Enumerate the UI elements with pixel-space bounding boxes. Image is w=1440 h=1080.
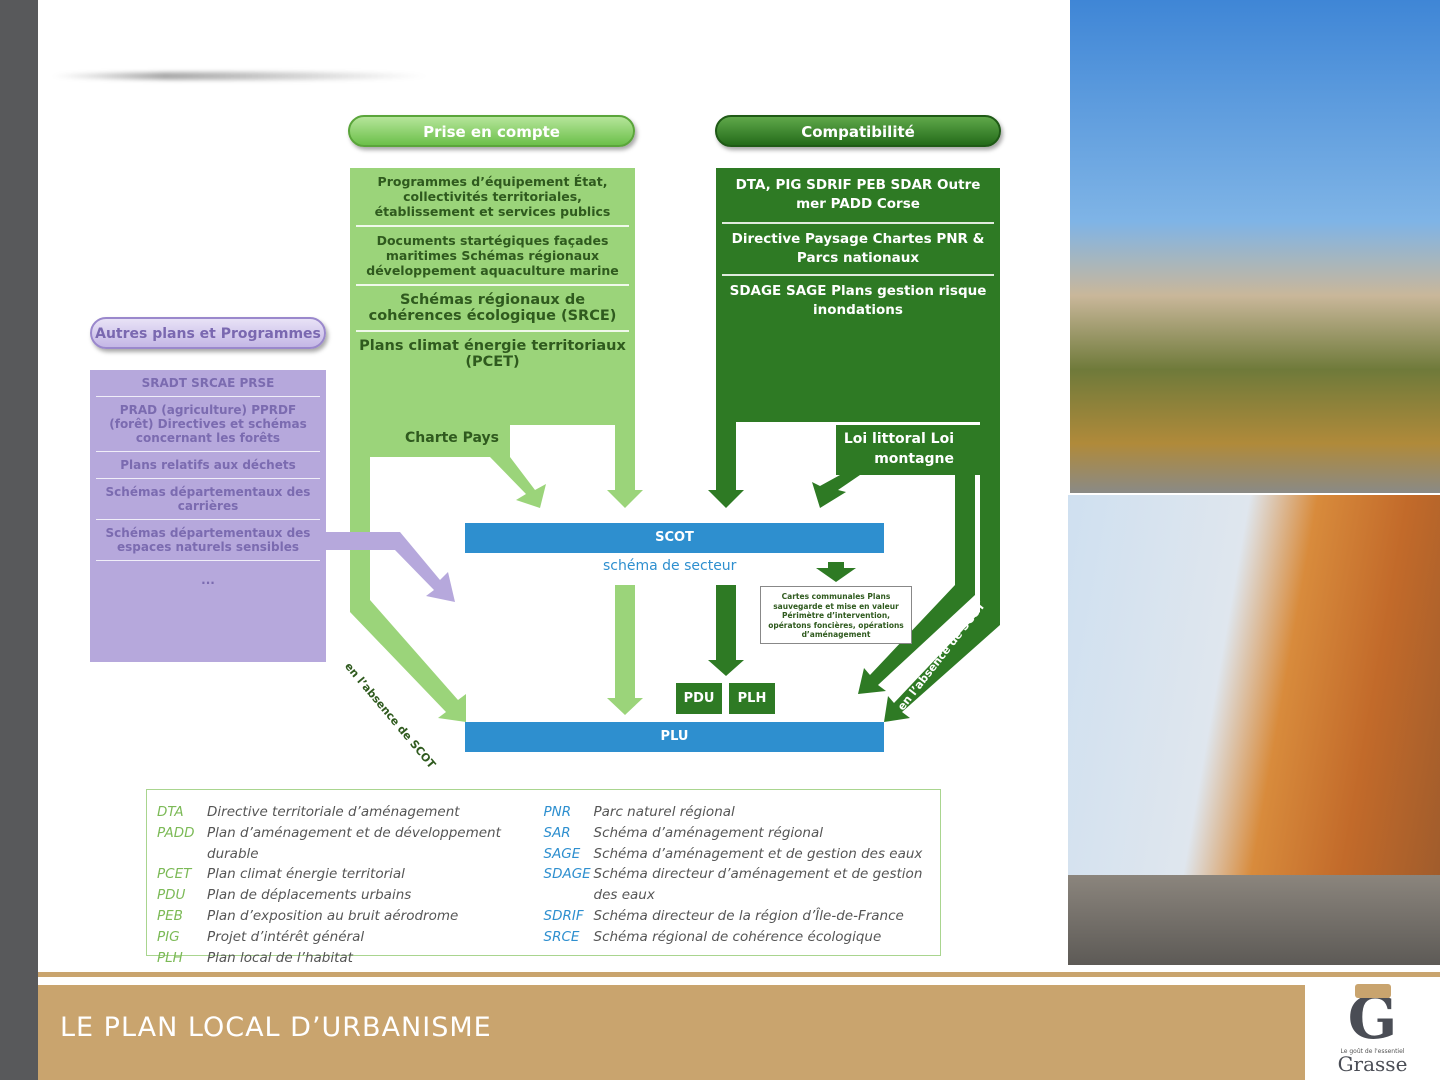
legend-acronym: PNR	[543, 804, 572, 820]
arrow-small-cartes	[816, 562, 856, 582]
legend-acronym: PCET	[157, 866, 192, 883]
legend-row: PDU Plan de déplacements urbains	[157, 885, 544, 906]
photo-grasse-street	[1068, 495, 1440, 965]
schema-de-secteur-label: schéma de secteur	[603, 558, 737, 574]
legend-acronym: PIG	[157, 928, 180, 945]
loi-littoral-montagne-box: Loi littoral Loi montagne	[836, 425, 980, 475]
arrow-scot-plu-light	[607, 585, 643, 715]
footer-band	[38, 985, 1305, 1080]
arrow-loi-scot	[812, 475, 860, 508]
logo-letter: G	[1347, 984, 1398, 1052]
legend-definition: Plan d’exposition au bruit aérodrome	[207, 907, 459, 924]
legend-definition: Plan local de l’habitat	[207, 949, 353, 966]
arrow-autres-scot	[326, 532, 455, 602]
arrow-prise-scot	[607, 425, 643, 508]
compat-item: DTA, PIG SDRIF PEB SDAR Outre mer PADD C…	[722, 168, 994, 224]
legend-acronym: PLH	[157, 949, 183, 966]
autres-item: Plans relatifs aux déchets	[96, 452, 320, 479]
autres-item: PRAD (agriculture) PPRDF (forêt) Directi…	[96, 397, 320, 452]
slide-title: LE PLAN LOCAL D’URBANISME	[60, 1012, 492, 1043]
legend-definition: Schéma directeur de la région d’Île-de-F…	[593, 907, 904, 924]
prise-item: Programmes d’équipement État, collectivi…	[356, 168, 629, 227]
legend-definition: Projet d’intérêt général	[207, 928, 365, 945]
legend-definition: Schéma directeur d’aménagement et de ges…	[593, 866, 923, 904]
compatibilite-column: DTA, PIG SDRIF PEB SDAR Outre mer PADD C…	[716, 168, 1000, 422]
legend-acronym: SRCE	[543, 928, 580, 945]
logo-tagline: Le goût de l'essentiel	[1340, 1048, 1405, 1055]
legend-acronym: SAGE	[543, 845, 581, 862]
legend-definition: Directive territoriale d’aménagement	[207, 804, 460, 820]
autres-item: Schémas départementaux des espaces natur…	[96, 520, 320, 561]
legend-row: SAGE Schéma d’aménagement et de gestion d…	[544, 844, 931, 865]
legend-acronym: PDU	[157, 887, 186, 904]
legend-row: PIG Projet d’intérêt général	[157, 927, 544, 948]
autres-item: ...	[201, 573, 215, 587]
charte-pays-box: Charte Pays	[370, 425, 510, 457]
legend-definition: Plan d’aménagement et de développement d…	[207, 824, 501, 862]
legend-row: SDRIF Schéma directeur de la région d’Île…	[544, 906, 931, 927]
cartes-communales-box: Cartes communales Plans sauvegarde et mi…	[760, 586, 912, 644]
legend-row: DTA Directive territoriale d’aménagement	[157, 802, 544, 823]
plh-box: PLH	[729, 683, 775, 714]
left-sidebar-bar	[0, 0, 38, 1080]
legend-acronym: PEB	[157, 907, 183, 924]
footer-divider	[38, 972, 1440, 977]
legend-definition: Plan de déplacements urbains	[207, 887, 412, 904]
prise-item: Documents startégiques façades maritimes…	[356, 227, 629, 286]
legend-acronym: DTA	[157, 804, 184, 820]
pdu-box: PDU	[676, 683, 722, 714]
header-compatibilite: Compatibilité	[715, 115, 1001, 147]
title-shadow-divider	[50, 72, 430, 80]
legend-row: PEB Plan d’exposition au bruit aérodrome	[157, 906, 544, 927]
arrow-loi-plu	[858, 475, 975, 694]
arrow-absence-left	[350, 425, 466, 722]
autres-item: SRADT SRCAE PRSE	[96, 370, 320, 397]
legend-row: PNR Parc naturel régional	[544, 802, 931, 823]
legend-row: PCET Plan climat énergie territorial	[157, 864, 544, 885]
arrow-absence-right	[884, 420, 1000, 722]
legend-row: PLH Plan local de l’habitat	[157, 948, 544, 969]
legend-acronym: PADD	[157, 824, 195, 841]
legend-definition: Schéma d’aménagement et de gestion des e…	[593, 845, 923, 862]
header-autres-plans: Autres plans et Programmes	[90, 317, 326, 349]
autres-item: Schémas départementaux des carrières	[96, 479, 320, 520]
legend-definition: Schéma régional de cohérence écologique	[593, 928, 882, 945]
compat-item: SDAGE SAGE Plans gestion risque inondati…	[729, 283, 987, 318]
legend-definition: Parc naturel régional	[593, 804, 735, 820]
legend-row: PADD Plan d’aménagement et de développeme…	[157, 823, 544, 865]
legend-definition: Schéma d’aménagement régional	[593, 824, 823, 841]
crown-icon	[1355, 984, 1391, 998]
arrow-scot-plu-dark	[708, 585, 744, 676]
legend-acronym: SDAGE	[543, 866, 591, 883]
prise-en-compte-column: Programmes d’équipement État, collectivi…	[350, 168, 635, 425]
compat-item: Directive Paysage Chartes PNR & Parcs na…	[722, 224, 994, 276]
photo-grasse-arcades	[1070, 0, 1440, 493]
prise-item: Plans climat énergie territoriaux (PCET)	[359, 338, 626, 370]
header-prise-en-compte: Prise en compte	[348, 115, 635, 147]
arrow-charte-scot	[490, 457, 546, 508]
legend-row: SAR Schéma d’aménagement régional	[544, 823, 931, 844]
plu-bar: PLU	[465, 722, 884, 752]
logo-name: Grasse	[1337, 1052, 1408, 1076]
legend-definition: Plan climat énergie territorial	[207, 866, 405, 883]
arrow-compat-scot	[708, 420, 744, 508]
legend-acronym: SAR	[543, 824, 571, 841]
scot-bar: SCOT	[465, 523, 884, 553]
grasse-logo: G Le goût de l'essentiel Grasse	[1305, 980, 1440, 1080]
legend-acronym: SDRIF	[543, 907, 584, 924]
legend-row: SRCE Schéma régional de cohérence écologi…	[544, 927, 931, 948]
prise-item: Schémas régionaux de cohérences écologiq…	[356, 286, 629, 332]
autres-plans-column: SRADT SRCAE PRSE PRAD (agriculture) PPRD…	[90, 370, 326, 662]
